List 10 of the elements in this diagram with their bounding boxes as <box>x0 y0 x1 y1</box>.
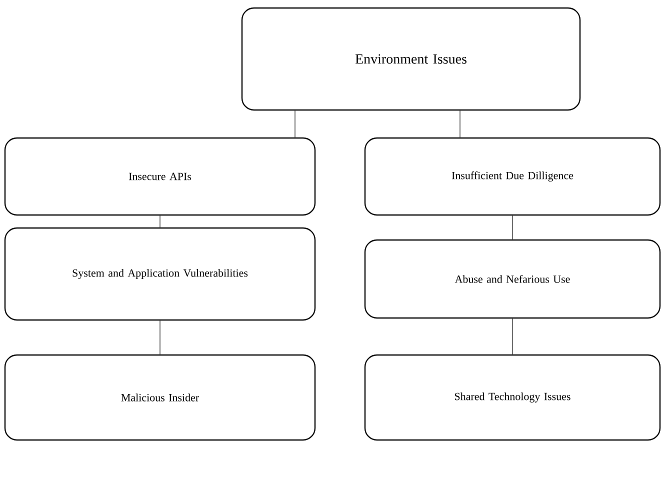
connector-line <box>512 318 513 355</box>
rounded-box: Shared Technology Issues <box>364 354 661 441</box>
rounded-box: Environment Issues <box>241 7 581 111</box>
rounded-box: Malicious Insider <box>4 354 316 441</box>
connector-line <box>512 215 513 240</box>
rounded-box: Abuse and Nefarious Use <box>364 239 661 319</box>
rounded-box: Insufficient Due Dilligence <box>364 137 661 216</box>
rounded-box: System and Application Vulnerabilities <box>4 227 316 321</box>
connector-line <box>294 110 296 138</box>
rounded-box: Insecure APIs <box>4 137 316 216</box>
